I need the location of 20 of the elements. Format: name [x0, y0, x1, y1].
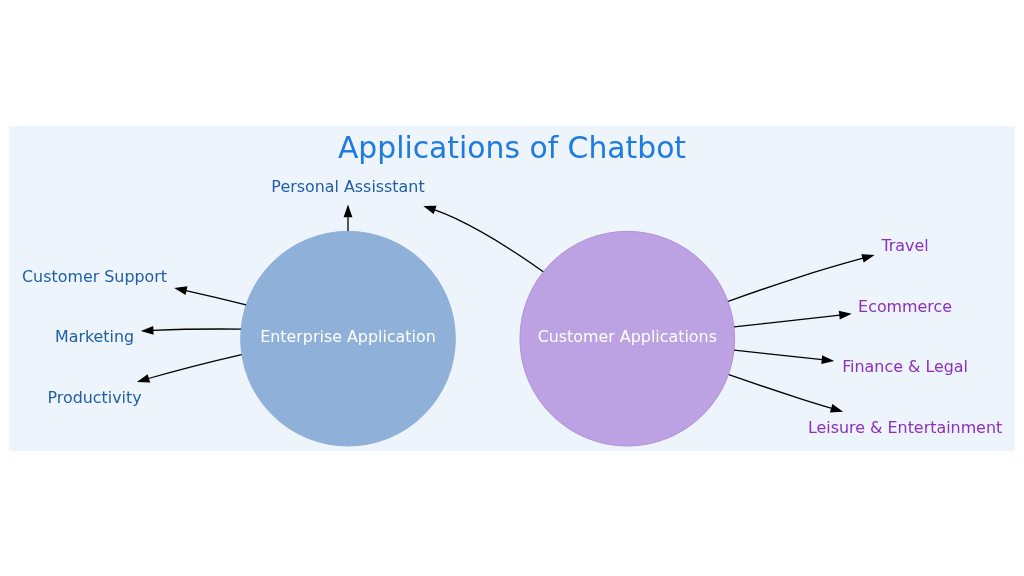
arrow — [733, 310, 852, 327]
arrow — [728, 373, 844, 412]
arrow — [174, 285, 247, 305]
node-text: Travel — [881, 235, 929, 255]
arrow — [343, 204, 353, 232]
arrow — [136, 353, 243, 383]
node-text: Personal Assisstant — [271, 176, 425, 196]
node-text: Productivity — [47, 387, 142, 407]
node-circle: Customer Applications — [519, 230, 736, 447]
arrow — [727, 253, 875, 302]
arrow — [423, 205, 544, 272]
diagram-title: Applications of Chatbot — [337, 129, 687, 165]
node-text: Leisure & Entertainment — [807, 417, 1003, 437]
node-text: Ecommerce — [858, 296, 953, 316]
node-circle: Enterprise Application — [240, 230, 456, 447]
node-text: Customer Support — [22, 266, 168, 286]
arrow — [140, 325, 242, 335]
node-text: Marketing — [54, 326, 135, 346]
arrow — [733, 349, 835, 364]
node-text: Finance & Legal — [842, 356, 969, 376]
